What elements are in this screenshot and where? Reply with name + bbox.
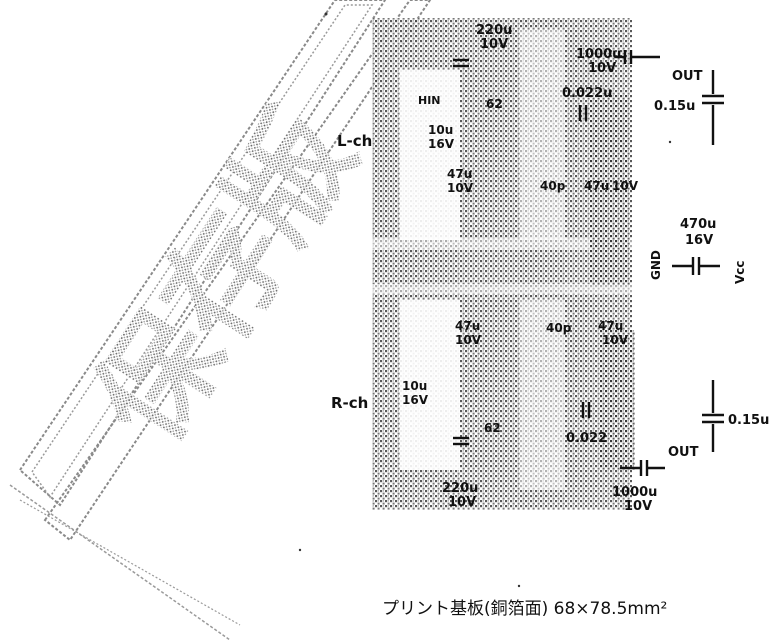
label-bottom-220u-voltage: 10V [448, 495, 476, 510]
label-top-220u-voltage: 10V [480, 37, 508, 52]
left-channel-label: L-ch [337, 132, 372, 150]
label-bottom-47u-a-voltage: 10V [455, 333, 482, 347]
copper-foil-board [372, 18, 635, 510]
label-top-10u: 10u [428, 123, 453, 137]
caption: プリント基板(銅箔面) 68×78.5mm² [382, 599, 667, 619]
label-bottom-47u-b: 47u [598, 319, 623, 333]
bottom-channel-labels: 47u 10V 40p 47u 10V 10u 16V 62 0.022 0.1… [402, 319, 769, 514]
label-top-ic: HIN [418, 94, 441, 107]
label-bottom-47u-a: 47u [455, 319, 480, 333]
label-bottom-out: OUT [668, 445, 699, 460]
label-bottom-res-62: 62 [484, 421, 501, 435]
label-bottom-1000u-voltage: 10V [624, 499, 652, 514]
top-channel-labels: 220u 10V 1000u 10V OUT 0.022u 0.15u 62 H… [418, 23, 703, 195]
label-bottom-015u: 0.15u [728, 413, 769, 428]
label-bottom-40p: 40p [546, 321, 572, 335]
label-top-1000u: 1000u [576, 47, 621, 62]
label-bottom-47u-b-voltage: 10V [602, 333, 629, 347]
label-470u-voltage: 16V [685, 233, 713, 248]
label-bottom-10u-voltage: 16V [402, 393, 429, 407]
label-top-015u: 0.15u [654, 99, 695, 114]
label-top-res-62: 62 [486, 97, 503, 111]
stray-marks [298, 12, 672, 588]
label-gnd: GND [649, 250, 663, 280]
label-bottom-220u: 220u [442, 481, 478, 496]
watermark-stamp: 保存版 [9, 0, 432, 641]
label-top-1000u-voltage: 10V [588, 61, 616, 76]
label-top-0022u: 0.022u [562, 86, 612, 101]
label-top-47u-b-voltage: 10V [612, 179, 639, 193]
supply-labels: 470u 16V GND Vcc [649, 217, 747, 284]
label-top-47u-b: 47u [584, 179, 609, 193]
label-top-47u-a-voltage: 10V [447, 181, 474, 195]
label-top-10u-voltage: 16V [428, 137, 455, 151]
label-top-220u: 220u [476, 23, 512, 38]
label-top-40p: 40p [540, 179, 566, 193]
label-470u: 470u [680, 217, 716, 232]
label-vcc: Vcc [733, 260, 747, 284]
label-top-out: OUT [672, 69, 703, 84]
capacitor-symbols [453, 50, 724, 476]
label-bottom-1000u: 1000u [612, 485, 657, 500]
right-channel-label: R-ch [331, 394, 368, 412]
label-top-47u-a: 47u [447, 167, 472, 181]
label-bottom-0022: 0.022 [566, 431, 607, 446]
label-bottom-10u: 10u [402, 379, 427, 393]
